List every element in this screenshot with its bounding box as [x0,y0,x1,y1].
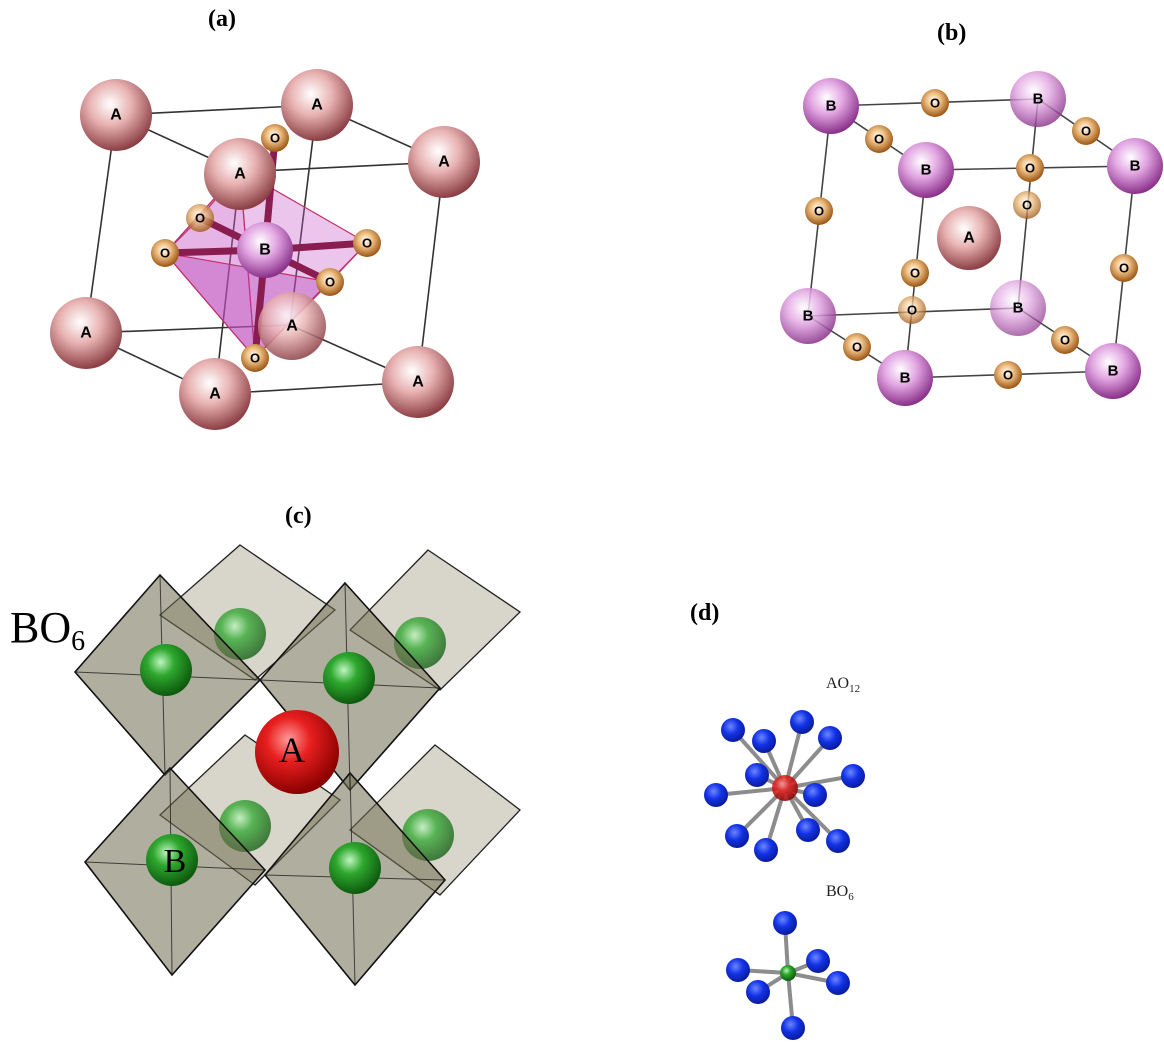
atom-o-label: O [910,266,920,281]
atom-o-label: O [270,131,280,146]
panel-d-coordination: AO12 [704,675,865,1040]
atom-o-label: O [930,96,940,111]
atom-b-label: B [1033,91,1044,108]
atom-a-label: A [80,325,92,342]
ao12-oxygen-atoms [704,710,865,862]
panel-b-o-atoms: O O O O O O O O O O O O [805,89,1138,389]
atom-o-label: O [250,351,260,366]
atom-a-label: A [209,386,221,403]
atom-o-label: O [907,303,917,318]
bo6-oxygen-atoms [726,911,850,1040]
panel-c-label: (c) [285,503,312,529]
panel-a-label: (a) [208,6,236,32]
atom-a-label: A [279,730,305,770]
atom-b-label: B [259,242,271,259]
atom-o-label: O [1119,261,1129,276]
atom-b-label: B [900,370,911,387]
atom-a-label: A [412,374,424,391]
atom-o-label: O [874,132,884,147]
ao12-label: AO12 [826,675,860,695]
panel-d-label: (d) [690,600,720,626]
atom-o-label: O [1060,333,1070,348]
atom-o-label: O [852,340,862,355]
panel-a-a-atoms: A A A A A A A [50,69,480,430]
atom-a-label: A [234,166,246,183]
atom-o-label: O [160,246,170,261]
panel-a-cell: A O O O O O O B A A A A A A A [50,69,480,430]
atom-a-label: A [311,97,323,114]
atom-b-label: B [1013,300,1024,317]
atom-a-label: A [438,154,450,171]
panel-b-b-atoms: B B B B B B B [780,71,1163,406]
panel-b-label: (b) [937,20,967,46]
atom-o-label: O [195,211,205,226]
panel-b-cell: B O O O O O O O O O O O O A B B B B B B … [780,71,1163,406]
atom-b-label: B [921,162,932,179]
atom-o-label: O [814,204,824,219]
atom-b-label: B [826,98,837,115]
atom-b-label: B [164,843,187,880]
atom-o-label: O [362,236,372,251]
atom-a-label: A [286,318,298,335]
atom-o-label: O [1025,161,1035,176]
panel-a-o-atoms: O O O O O O [151,124,381,372]
atom-o-label: O [1003,368,1013,383]
bo6-label: BO6 [10,603,85,657]
bo6-small-label: BO6 [826,883,854,903]
panel-c-octahedra: A B BO6 [10,544,522,987]
atom-b-label: B [1108,363,1119,380]
atom-a-label: A [110,107,122,124]
atom-o-label: O [325,275,335,290]
atom-b-label: B [1130,158,1141,175]
atom-a-label: A [963,230,975,247]
atom-o-label: O [1081,124,1091,139]
atom-b-label: B [803,308,814,325]
atom-o-label: O [1022,198,1032,213]
